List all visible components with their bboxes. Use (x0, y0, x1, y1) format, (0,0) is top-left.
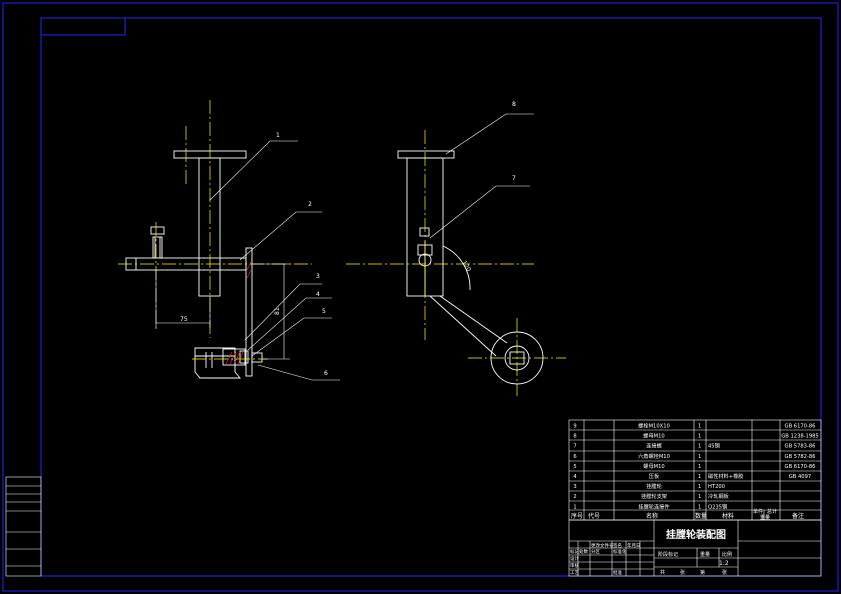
bom-cell-qty: 1 (698, 504, 701, 510)
bom-cell-material: Q235钢 (708, 502, 727, 510)
tb-label-sign: 签名 (613, 542, 622, 549)
tb-label-total: 共 (660, 569, 665, 576)
tb-label-sheet-no: 第 (700, 569, 705, 576)
bom-cell-qty: 1 (698, 444, 701, 450)
bom-header-total: 总计 (767, 508, 777, 515)
title-block-grid (568, 519, 822, 577)
bom-cell-no: 4 (573, 474, 577, 480)
tb-label-process: 工艺 (570, 570, 579, 576)
bom-cell-material: HT200 (708, 484, 725, 490)
bom-cell-material: 冷轧钢板 (708, 492, 730, 500)
bom-cell-qty: 1 (698, 484, 701, 490)
tb-label-sheets: 张 (680, 569, 685, 576)
bom-header-unit: 单件 (753, 508, 763, 515)
bom-header-no: 序号 (571, 512, 583, 520)
bom-table-grid (568, 419, 822, 521)
bom-cell-name: 螺母M10 (643, 462, 664, 470)
bom-cell-standard: GB 6170-86 (785, 464, 816, 470)
tb-label-change-doc: 更改文件号 (591, 542, 614, 549)
bom-cell-standard: GB 5783-86 (785, 444, 816, 450)
callout-4: 4 (316, 291, 320, 298)
bom-header-weight: 重量 (760, 514, 770, 521)
title-block-labels: 标记 处数 分区 更改文件号 签名 年月日 设计 审核 工艺 标准化 批准 阶段… (570, 542, 732, 576)
tb-label-count: 处数 (579, 548, 588, 555)
bom-cell-standard: GB 4097 (789, 474, 811, 480)
callout-leaders-right (429, 113, 534, 239)
dimension-vertical-label: 81 (274, 307, 281, 315)
tb-label-date: 年月日 (627, 542, 641, 549)
tb-label-approve: 批准 (613, 569, 622, 576)
margin-stub-table (5, 476, 42, 577)
bom-cell-qty: 1 (698, 464, 701, 470)
bom-cell-standard: GB 5782-86 (785, 454, 816, 460)
angle-dimension-label: 120 (460, 260, 472, 274)
bom-cell-name: 六角螺栓M10 (638, 452, 670, 460)
tb-label-weight: 重量 (700, 551, 710, 558)
bom-cell-no: 2 (573, 494, 576, 500)
dimension-horizontal-label: 75 (180, 316, 188, 323)
callout-5: 5 (322, 308, 326, 315)
bom-cell-no: 7 (573, 444, 576, 450)
callout-1: 1 (276, 132, 280, 139)
callout-8: 8 (512, 101, 516, 108)
bom-cell-name: 螺栓M10X10 (638, 422, 670, 430)
bom-cell-standard: GB 1238-1985 (781, 434, 819, 440)
bom-cell-qty: 1 (698, 434, 701, 440)
bom-cell-name: 连接螺 (646, 442, 662, 450)
bom-cell-qty: 1 (698, 454, 701, 460)
tb-label-sheet: 张 (722, 569, 727, 576)
callout-leaders-left (209, 140, 340, 381)
bom-header-material: 材料 (722, 512, 734, 520)
bom-cell-standard: GB 6170-86 (785, 424, 816, 430)
bom-cell-no: 8 (573, 434, 576, 440)
bom-cell-no: 9 (573, 424, 576, 430)
bom-cell-no: 5 (573, 464, 576, 470)
bom-cell-material: 45钢 (708, 442, 720, 450)
bom-header-qty: 数量 (695, 512, 707, 520)
bom-cell-name: 压板 (649, 472, 660, 480)
bom-header-code: 代号 (588, 512, 600, 520)
side-view-centerlines (346, 130, 566, 396)
bom-cell-name: 挂膛轮 (646, 482, 662, 490)
bom-cell-name: 挂膛轮支架 (641, 492, 667, 500)
tb-label-design: 设计 (570, 555, 579, 562)
bom-cell-qty: 1 (698, 474, 701, 480)
bom-cell-material: 磁性材料+橡胶 (708, 472, 743, 480)
tb-label-scale: 比例 (722, 551, 732, 558)
tb-label-mark: 标记 (570, 548, 579, 555)
bom-header-name: 名称 (646, 512, 658, 520)
bom-header: 序号 代号 名称 数量 材料 单件 总计 重量 备注 (571, 508, 804, 521)
bom-cell-no: 3 (573, 484, 576, 490)
tb-label-review: 审核 (570, 562, 579, 569)
bom-cell-no: 1 (573, 504, 576, 510)
drawing-scale: 1:2 (719, 560, 729, 567)
callout-3: 3 (316, 273, 320, 280)
dimension-lines (155, 263, 290, 360)
bom-cell-name: 挂膛轮连接件 (638, 502, 669, 510)
tb-label-stage: 阶段标记 (658, 551, 678, 558)
drawing-title: 挂膛轮装配图 (666, 528, 726, 541)
tb-label-standard: 标准化 (613, 548, 627, 555)
bom-rows: 9 螺栓M10X10 1 GB 6170-86 8 螺母M10 1 GB 1238-1985 7… (573, 422, 818, 511)
tb-label-zone: 分区 (591, 548, 600, 555)
bom-cell-name: 螺母M10 (643, 432, 664, 440)
bom-cell-qty: 1 (698, 424, 701, 430)
front-view-hatch (225, 261, 252, 365)
bom-cell-no: 6 (573, 454, 576, 460)
callout-2: 2 (308, 201, 312, 208)
bom-cell-qty: 1 (698, 494, 701, 500)
callout-6: 6 (324, 370, 328, 377)
callout-7: 7 (512, 175, 516, 182)
bom-header-remark: 备注 (792, 512, 804, 520)
